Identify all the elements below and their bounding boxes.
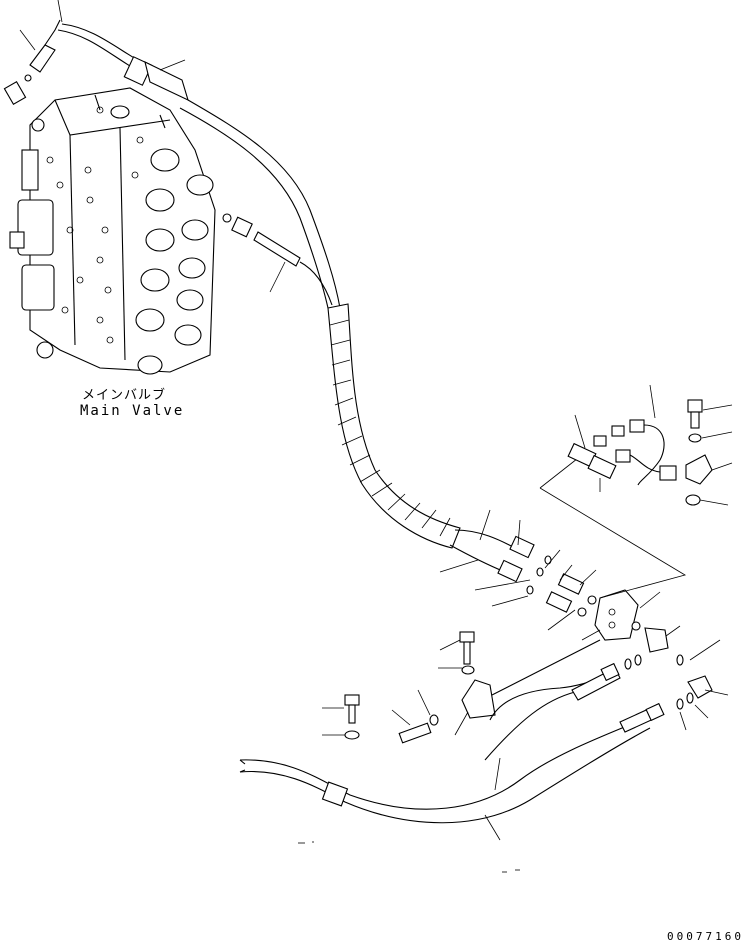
clamp-bolt (322, 694, 360, 740)
spiral-wrapped-hose (327, 303, 535, 583)
upper-hose (57, 23, 341, 309)
hose-fitting (222, 213, 333, 306)
leader-dashes (298, 841, 520, 873)
detail-callout-lines (539, 454, 687, 599)
upper-fittings (3, 0, 63, 106)
drawing-code: 00077160 (667, 930, 744, 943)
junction-block (491, 589, 681, 696)
main-valve-label-jp: メインバルブ (82, 388, 167, 403)
main-valve-assembly (9, 87, 216, 375)
orings-adapters (474, 549, 597, 631)
lower-hoses (239, 639, 729, 841)
bracket-bolts (391, 631, 496, 744)
sensor-detail (567, 384, 733, 506)
main-valve-label-en: Main Valve (80, 403, 185, 419)
